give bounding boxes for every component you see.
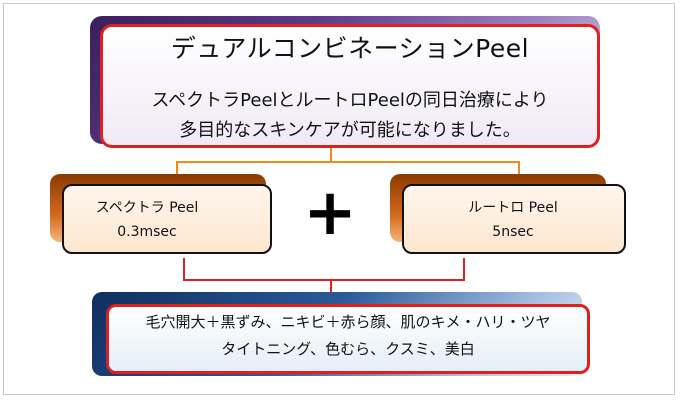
connector-bottom-horizontal [183, 279, 465, 281]
description-line-1: スペクトラPeelとルートロPeelの同日治療により [151, 90, 549, 111]
benefits-line-1: 毛穴開大＋黒ずみ、ニキビ＋赤ら顔、肌のキメ・ハリ・ツヤ [145, 313, 551, 331]
left-treatment-block [62, 184, 272, 254]
connector-left-down [183, 258, 185, 280]
benefits-line-2: タイトニング、色むら、クスミ、美白 [221, 340, 475, 358]
left-treatment-name: スペクトラ Peel [95, 200, 199, 216]
connector-right-down [463, 258, 465, 280]
benefits-text: 毛穴開大＋黒ずみ、ニキビ＋赤ら顔、肌のキメ・ハリ・ツヤ タイトニング、色むら、ク… [106, 309, 590, 363]
left-treatment-text: スペクトラ Peel 0.3msec [62, 196, 232, 244]
right-treatment-name: ルートロ Peel [468, 200, 558, 216]
connector-top-horizontal [176, 161, 520, 163]
diagram-description: スペクトラPeelとルートロPeelの同日治療により 多目的なスキンケアが可能に… [100, 86, 600, 146]
right-treatment-block [402, 184, 626, 254]
connector-top-vertical [330, 148, 332, 162]
left-treatment-duration: 0.3msec [117, 224, 177, 240]
top-block [100, 24, 600, 148]
right-treatment-duration: 5nsec [492, 224, 534, 240]
right-treatment-text: ルートロ Peel 5nsec [418, 196, 608, 244]
description-line-2: 多目的なスキンケアが可能になりました。 [179, 120, 521, 141]
plus-operator: + [303, 176, 357, 250]
connector-right-drop [518, 161, 520, 175]
connector-left-drop [176, 161, 178, 175]
benefits-block [106, 304, 590, 374]
diagram-title: デュアルコンビネーションPeel [170, 34, 530, 63]
